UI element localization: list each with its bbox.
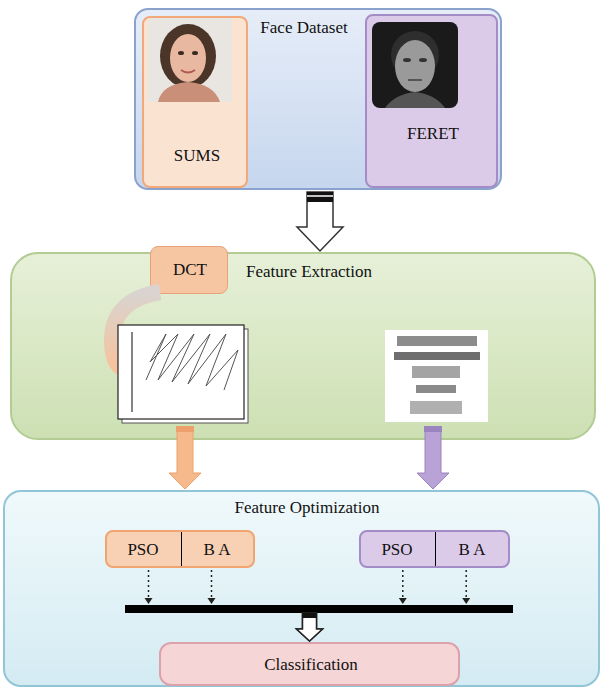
node-label: Feature Optimization <box>235 498 380 518</box>
eye <box>403 58 411 62</box>
dotted-line <box>465 570 467 599</box>
eye <box>192 51 198 55</box>
eye <box>178 51 184 55</box>
hollow-arrow <box>297 613 323 641</box>
node-label: B A <box>459 540 486 560</box>
hollow-arrow <box>297 192 343 251</box>
divider-line <box>435 532 436 566</box>
chin-strip <box>410 401 462 414</box>
face-photo <box>372 22 458 108</box>
mouth-strip <box>416 385 456 393</box>
connector-arrow <box>169 426 201 489</box>
algorithm-box: PSO B A <box>105 530 255 568</box>
photo-ground <box>148 18 232 102</box>
arrow-cap <box>303 613 317 618</box>
stage-band: Feature OptimizationPSO B A PSO B A Classifi… <box>3 490 600 687</box>
photo-ground <box>372 22 458 108</box>
process-box: DCT <box>150 246 228 294</box>
block-arrow <box>169 428 201 489</box>
node-label: Feature Extraction <box>246 262 372 282</box>
eye <box>419 58 427 62</box>
mouth <box>408 79 422 81</box>
eye-strip <box>394 352 480 360</box>
node-label: PSO <box>127 540 158 560</box>
arrow-cap-stripe <box>307 195 333 197</box>
arrow-head <box>145 598 153 604</box>
nose-strip <box>412 366 460 378</box>
arrow-cap <box>176 426 194 432</box>
dotted-line <box>148 570 150 599</box>
stage-band: Feature Extraction DCT <box>10 252 596 440</box>
facial-strips-image <box>385 330 488 422</box>
arrow-head <box>208 598 216 604</box>
eye-strip <box>397 336 477 346</box>
shoulders <box>158 82 220 102</box>
node-label: Face Dataset <box>260 18 347 38</box>
node-label: DCT <box>173 260 207 280</box>
divider-line <box>181 532 182 566</box>
dotted-line <box>211 570 213 599</box>
connector-arrow <box>145 570 323 641</box>
face-photo <box>148 18 232 102</box>
node-label: SUMS <box>174 146 220 166</box>
dotted-line <box>402 570 404 599</box>
hair <box>160 24 216 88</box>
mouth <box>181 70 195 73</box>
face <box>395 40 435 92</box>
connector-arrow <box>297 192 343 251</box>
shoulders <box>385 92 445 108</box>
node-label: PSO <box>381 540 412 560</box>
process-box: Classification <box>159 642 460 686</box>
connector-arrow <box>297 570 471 641</box>
arrow-cap <box>424 426 442 432</box>
merge-bar <box>125 605 513 613</box>
algorithm-box: PSO B A <box>359 530 510 568</box>
node-label: B A <box>204 540 231 560</box>
arrow-cap <box>307 192 333 202</box>
zigzag-line <box>146 334 238 390</box>
connector-arrow <box>417 426 449 489</box>
scan-line <box>131 332 132 412</box>
image-ground <box>385 330 488 422</box>
arrow-head <box>399 598 407 604</box>
node-label: Classification <box>264 655 357 675</box>
arrow-cap <box>303 613 317 618</box>
block-arrow <box>417 428 449 489</box>
arrow-head <box>462 598 470 604</box>
page <box>118 325 244 419</box>
hollow-arrow <box>297 613 323 641</box>
node-label: FERET <box>407 124 459 144</box>
zigzag-scan-image <box>118 325 248 423</box>
face <box>170 34 206 82</box>
